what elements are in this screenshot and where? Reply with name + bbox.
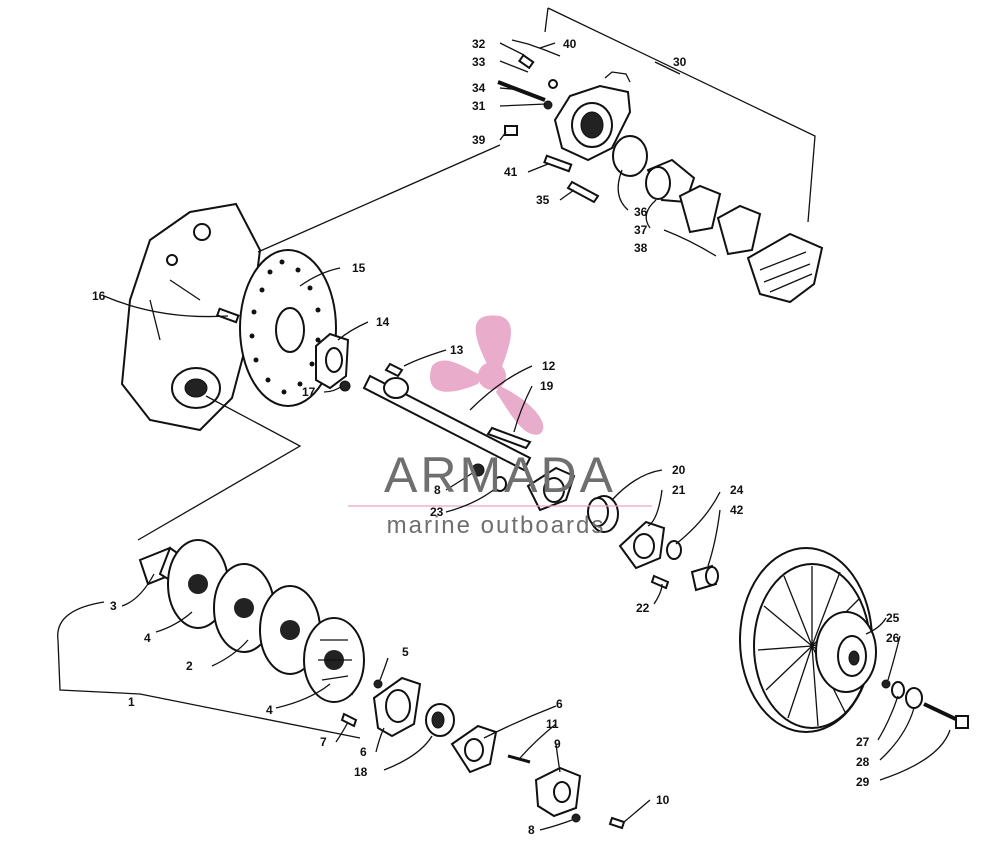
callout-30: 30 [673, 55, 687, 69]
callout-21: 21 [672, 483, 686, 497]
bearing-plate [526, 466, 576, 512]
seal-ring [666, 540, 682, 560]
nut [471, 463, 485, 477]
callout-32: 32 [472, 37, 486, 51]
callout-4-lower: 4 [266, 703, 273, 717]
callout-34: 34 [472, 81, 486, 95]
callout-11: 11 [546, 717, 559, 731]
callout-24: 24 [730, 483, 744, 497]
watermark-tagline: marine outboards [386, 512, 606, 539]
callout-37: 37 [634, 223, 648, 237]
caliper-group-bracket [544, 7, 816, 223]
washer-flat [905, 687, 923, 709]
callout-18: 18 [354, 765, 368, 779]
shaft-bearing [425, 703, 455, 737]
end-cap-bolt [608, 816, 626, 830]
disc-nut [339, 380, 351, 392]
leader-caliper-housing [257, 144, 501, 253]
driven-pulley [739, 547, 877, 733]
callout-31: 31 [472, 99, 486, 113]
callout-29: 29 [856, 775, 870, 789]
callout-25: 25 [886, 611, 900, 625]
callout-7: 7 [320, 735, 327, 749]
callout-1: 1 [128, 695, 135, 709]
callout-35: 35 [536, 193, 550, 207]
callout-13: 13 [450, 343, 464, 357]
brake-shaft [362, 362, 532, 472]
callout-4-upper: 4 [144, 631, 151, 645]
callout-23: 23 [430, 505, 444, 519]
callout-28: 28 [856, 755, 870, 769]
leader-lines [103, 42, 951, 831]
callout-5: 5 [402, 645, 409, 659]
callout-3: 3 [110, 599, 117, 613]
callout-22: 22 [636, 601, 650, 615]
pulley-bolt [923, 702, 969, 729]
callout-labels: 32 40 33 30 34 31 39 41 35 36 37 38 15 1… [92, 37, 900, 837]
callout-42: 42 [730, 503, 744, 517]
bearing [587, 495, 619, 533]
callout-40: 40 [563, 37, 577, 51]
callout-19: 19 [540, 379, 554, 393]
end-cap [534, 766, 582, 818]
callout-20: 20 [672, 463, 686, 477]
spacer [690, 564, 719, 592]
callout-8-upper: 8 [434, 483, 441, 497]
callout-6-left: 6 [360, 745, 367, 759]
caliper-piston [645, 158, 696, 204]
bearing-nut [373, 679, 383, 689]
callout-38: 38 [634, 241, 648, 255]
washer-small [881, 679, 891, 689]
callout-10: 10 [656, 793, 670, 807]
housing-bolt [340, 712, 358, 728]
callout-39: 39 [472, 133, 486, 147]
callout-6-right: 6 [556, 697, 563, 711]
shaft-key [486, 426, 532, 450]
callout-15: 15 [352, 261, 366, 275]
brake-disc [239, 249, 337, 407]
caliper-back-plate [746, 232, 824, 304]
callout-41: 41 [504, 165, 518, 179]
washer [493, 476, 507, 492]
callout-17: 17 [302, 385, 316, 399]
callout-16: 16 [92, 289, 106, 303]
flange-bolt [650, 574, 670, 590]
bearing-housing [372, 676, 422, 738]
callout-14: 14 [376, 315, 390, 329]
bearing-stud [507, 754, 531, 764]
callout-9: 9 [554, 737, 561, 751]
callout-33: 33 [472, 55, 486, 69]
brake-wire [511, 39, 561, 57]
hub-flange [315, 332, 350, 390]
watermark-brand: ARMADA [384, 447, 616, 503]
brake-caliper-body [553, 71, 632, 162]
end-cap-nut [571, 813, 581, 823]
leader-housing-sprocket [137, 395, 302, 541]
brake-pads [678, 184, 762, 256]
bearing-flange [618, 520, 666, 570]
callout-36: 36 [634, 205, 648, 219]
watermark-logo [429, 315, 544, 435]
washer-lock [891, 681, 905, 699]
o-ring [612, 135, 648, 177]
assembly-bracket [57, 601, 361, 739]
callout-27: 27 [856, 735, 870, 749]
caliper-pins [543, 154, 600, 204]
callout-26: 26 [886, 631, 900, 645]
callout-12: 12 [542, 359, 556, 373]
callout-8-lower: 8 [528, 823, 535, 837]
callout-2: 2 [186, 659, 193, 673]
caliper-hardware [497, 53, 558, 136]
chaincase-housing [120, 202, 262, 432]
drive-shaft-assembly [138, 539, 365, 703]
bearing-flange-outer [450, 724, 498, 774]
